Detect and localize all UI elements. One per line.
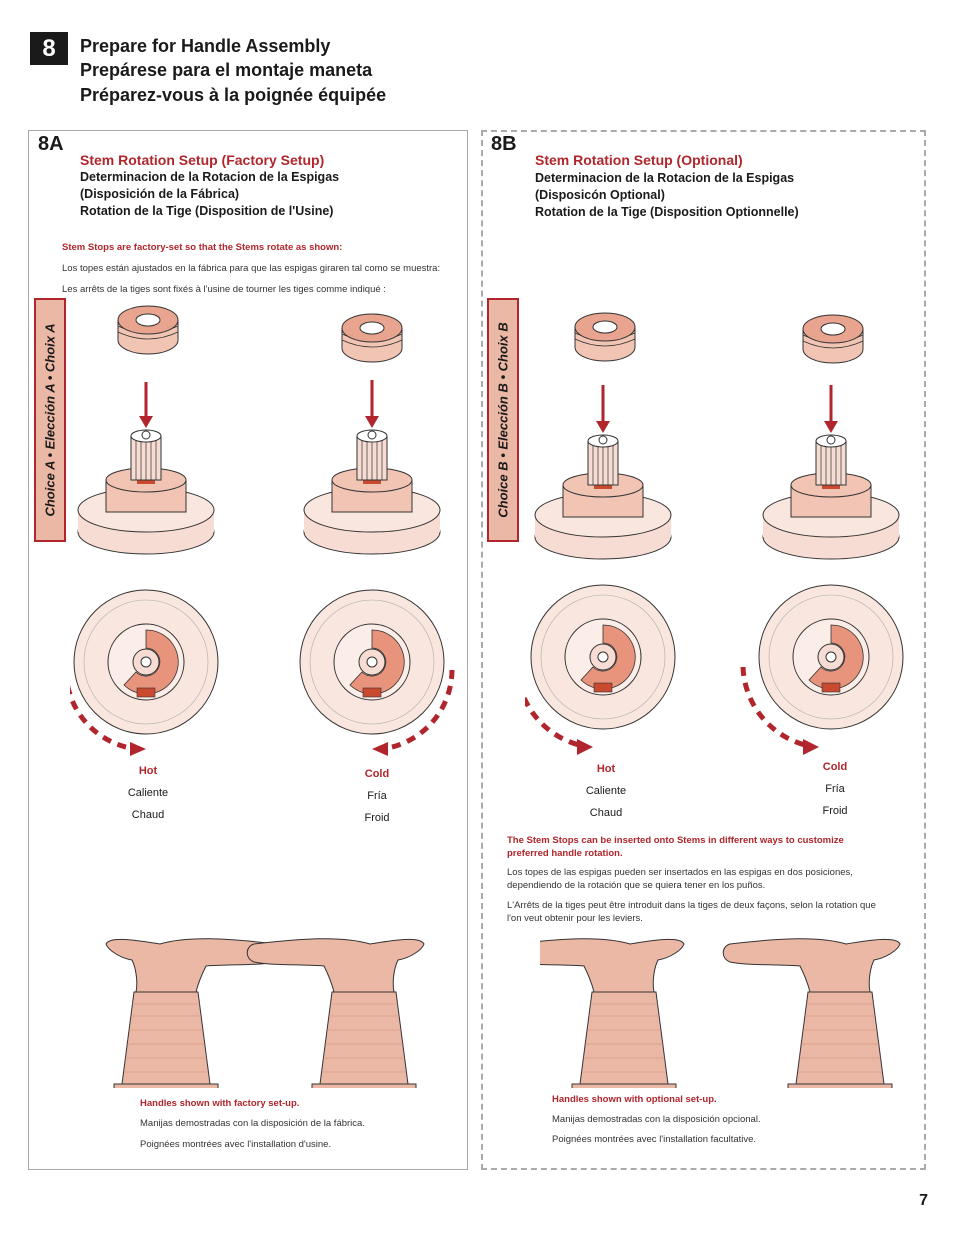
panel-8a-cold-label: Cold Fría Froid (337, 763, 417, 829)
panel-8a-illustration (70, 305, 455, 756)
panel-8b-note-fr: L'Arrêts de la tiges peut être introduit… (507, 900, 876, 924)
panel-8a-handles-es: Manijas demostradas con la disposición d… (140, 1118, 365, 1129)
panel-8a-sub-es: Determinacion de la Rotacion de la Espig… (80, 170, 340, 184)
panel-8a-handles-en: Handles shown with factory set-up. (140, 1098, 300, 1109)
choice-b-label: Choice B • Elección B • Choix B (495, 322, 511, 518)
handle-right-b (722, 938, 901, 1088)
panel-8b-handles-en: Handles shown with optional set-up. (552, 1094, 717, 1105)
step-title-en: Prepare for Handle Assembly (80, 36, 331, 56)
panel-8b-handles-fr: Poignées montrées avec l'installation fa… (552, 1134, 757, 1145)
panel-8a-heading: Stem Rotation Setup (Factory Setup) (80, 152, 325, 168)
cold-fr-b: Froid (822, 805, 848, 817)
panel-8b-sub-es: Determinacion de la Rotacion de la Espig… (535, 171, 795, 185)
valve-cold (303, 429, 441, 555)
panel-8b-handles-es: Manijas demostradas con la disposición o… (552, 1114, 761, 1125)
valve-cold-b (762, 434, 900, 560)
step-number-badge: 8 (30, 32, 68, 65)
stem-stop-hot-b (574, 312, 636, 362)
disc-hot (73, 589, 219, 735)
panel-8b-label: 8B (491, 133, 517, 155)
hot-es: Caliente (127, 787, 169, 799)
choice-b-tab: Choice B • Elección B • Choix B (487, 298, 519, 542)
stem-stop-cold (341, 313, 403, 363)
cold-en-b: Cold (822, 761, 848, 773)
panel-8b-note-es: Los topes de las espigas pueden ser inse… (507, 867, 853, 891)
hot-es-b: Caliente (585, 785, 627, 797)
panel-8b-cold-label: Cold Fría Froid (795, 756, 875, 822)
panel-8b-heading: Stem Rotation Setup (Optional) (535, 152, 743, 168)
disc-hot-b (530, 584, 676, 730)
panel-8a-label: 8A (38, 133, 64, 155)
handle-right-a (246, 938, 425, 1088)
panel-8a-handles (105, 938, 425, 1088)
handle-left-b (540, 938, 685, 1088)
panel-8a-sub-fr: Rotation de la Tige (Disposition de l'Us… (80, 204, 334, 218)
cold-es-b: Fría (825, 783, 845, 795)
stem-stop-hot (117, 305, 179, 355)
page-number: 7 (919, 1192, 928, 1209)
panel-8b-hot-label: Hot Caliente Chaud (566, 758, 646, 824)
stem-stop-cold-b (802, 314, 864, 364)
step-title-es: Prepárese para el montaje maneta (80, 60, 373, 80)
panel-8a (28, 130, 468, 1170)
panel-8a-note-en: Stem Stops are factory-set so that the S… (62, 242, 343, 253)
panel-8b-note-en: The Stem Stops can be inserted onto Stem… (507, 835, 844, 859)
panel-8a-note-es: Los topes están ajustados en la fábrica … (62, 263, 441, 274)
hot-fr-b: Chaud (589, 807, 623, 819)
cold-fr: Froid (364, 812, 390, 824)
cold-es: Fría (367, 790, 387, 802)
panel-8b-handles (540, 938, 901, 1088)
disc-cold (299, 589, 445, 735)
panel-8a-handles-fr: Poignées montrées avec l'installation d'… (140, 1139, 332, 1150)
valve-hot-b (534, 434, 672, 560)
panel-8b-illustration (525, 312, 904, 755)
choice-a-tab: Choice A • Elección A • Choix A (34, 298, 66, 542)
panel-8a-note-fr: Les arrêts de la tiges sont fixés à l'us… (62, 284, 386, 295)
panel-8a-hot-label: Hot Caliente Chaud (108, 760, 188, 826)
disc-cold-b (758, 584, 904, 730)
panel-8b-sub-es2: (Disposicón Optional) (535, 188, 665, 202)
step-title-fr: Préparez-vous à la poignée équipée (80, 85, 387, 105)
panel-8b (481, 130, 926, 1170)
cold-en: Cold (364, 768, 390, 780)
valve-hot (77, 429, 215, 555)
hot-fr: Chaud (131, 809, 165, 821)
panel-8b-sub-fr: Rotation de la Tige (Disposition Optionn… (535, 205, 799, 219)
panel-8a-sub-es2: (Disposición de la Fábrica) (80, 187, 240, 201)
hot-en: Hot (138, 765, 158, 777)
choice-a-label: Choice A • Elección A • Choix A (42, 323, 58, 517)
hot-en-b: Hot (596, 763, 616, 775)
